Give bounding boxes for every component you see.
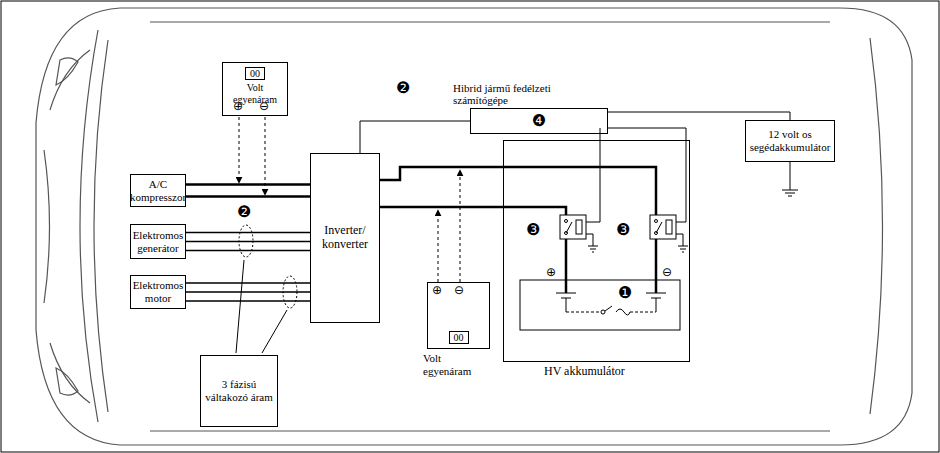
wire-connector (186, 233, 310, 251)
meter-display: 00 (245, 67, 265, 80)
wire-connector (600, 128, 686, 140)
inverter-box: Inverter/ konverter (310, 153, 380, 323)
node-text: 12 volt os segédakkumulátor (748, 128, 832, 153)
wire-connector (380, 206, 503, 209)
node-text: A/C kompresszor (130, 178, 186, 203)
meter-display: 00 (449, 331, 469, 344)
wire-connector (608, 112, 790, 120)
heading-text: HV akkumulátor (544, 365, 684, 379)
callout-number: ❸ (616, 222, 630, 238)
callout-number: ❸ (526, 222, 540, 238)
car-outline (36, 8, 912, 445)
node-text: 3 fázisú váltakozó áram (203, 378, 275, 403)
computer-box: Hibrid jármű fedélzeti számítógépe❹ (470, 108, 608, 134)
wire-connector (186, 185, 310, 197)
callout-number: ❷ (237, 204, 251, 220)
component-box: A/C kompresszor (130, 174, 186, 207)
wire-connector (360, 121, 470, 153)
polarity-sign: ⊕ (546, 266, 556, 278)
polarity-sign: ⊖ (259, 100, 269, 112)
battery-box: HV akkumulátor (503, 140, 690, 362)
callout-number: ❶ (618, 285, 632, 301)
meter-probes (239, 117, 460, 282)
component-box: Elektromos generátor (130, 224, 186, 259)
hv-wiring (503, 140, 798, 330)
polarity-sign: ⊕ (432, 284, 442, 296)
callout-number: ❹ (532, 112, 546, 130)
callout-number: ❷ (396, 80, 410, 96)
polarity-sign: ⊖ (454, 284, 464, 296)
wire-connector (186, 283, 310, 301)
heading-text: Volt egyenáram (423, 352, 485, 377)
polarity-sign: ⊕ (233, 100, 243, 112)
wire-connector (380, 167, 503, 180)
polarity-sign: ⊖ (662, 266, 672, 278)
node-text: Inverter/ konverter (313, 224, 377, 252)
heading-text: Hibrid jármű fedélzeti számítógépe (453, 82, 603, 107)
node-text: Elektromos motor (133, 279, 184, 304)
voltmeter: 00Volt egyenáram (222, 62, 288, 116)
label-box: 3 fázisú váltakozó áram (200, 355, 278, 427)
phase-markers (236, 225, 297, 353)
aux-battery-box: 12 volt os segédakkumulátor (745, 120, 835, 162)
component-box: Elektromos motor (130, 275, 186, 309)
node-text: Elektromos generátor (133, 229, 184, 254)
